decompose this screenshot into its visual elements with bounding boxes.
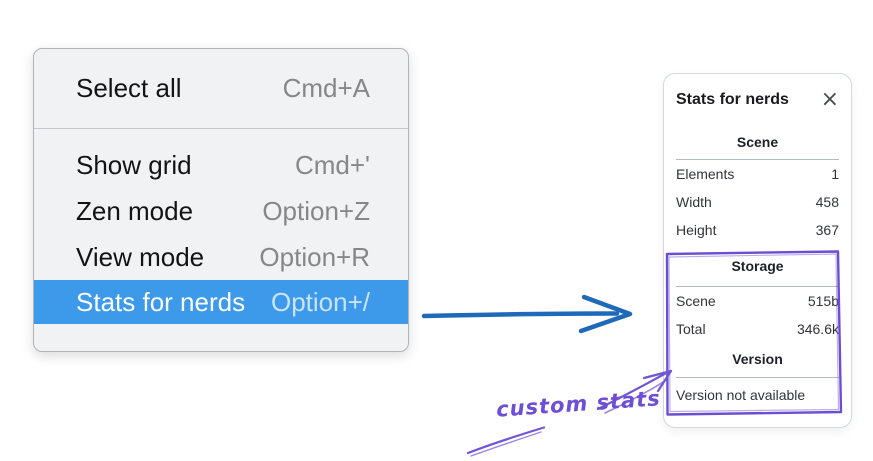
stat-row-width: Width 458 bbox=[676, 188, 839, 216]
stat-value: 458 bbox=[815, 194, 839, 210]
menu-item-label: Stats for nerds bbox=[76, 286, 246, 317]
annotation-arrow bbox=[466, 369, 673, 457]
stats-panel-header: Stats for nerds × bbox=[676, 86, 839, 114]
stat-label: Elements bbox=[676, 166, 735, 182]
close-icon[interactable]: × bbox=[820, 87, 839, 112]
stats-panel-title: Stats for nerds bbox=[676, 91, 789, 108]
stat-row-total-size: Total 346.6k bbox=[676, 315, 839, 343]
menu-item-shortcut: Cmd+' bbox=[294, 149, 370, 180]
menu-item-label: Select all bbox=[76, 72, 182, 103]
menu-item-shortcut: Option+Z bbox=[262, 195, 370, 226]
stat-label: Height bbox=[676, 222, 717, 238]
menu-item-select-all[interactable]: Select all Cmd+A bbox=[34, 65, 408, 111]
stat-label: Scene bbox=[676, 293, 716, 309]
stats-panel: Stats for nerds × Scene Elements 1 Width… bbox=[663, 73, 852, 428]
menu-item-stats-for-nerds[interactable]: Stats for nerds Option+/ bbox=[34, 280, 408, 324]
annotation-custom-stats-label: custom stats bbox=[495, 386, 662, 422]
stat-value: 1 bbox=[831, 166, 839, 182]
menu-divider bbox=[34, 128, 408, 129]
stat-value: 515b bbox=[807, 293, 839, 309]
menu-item-shortcut: Cmd+A bbox=[282, 72, 370, 103]
context-menu: Select all Cmd+A Show grid Cmd+' Zen mod… bbox=[33, 48, 409, 352]
section-divider bbox=[676, 377, 839, 378]
menu-item-label: View mode bbox=[76, 241, 205, 272]
menu-item-show-grid[interactable]: Show grid Cmd+' bbox=[34, 142, 408, 188]
storage-section-header: Storage bbox=[731, 258, 784, 274]
menu-item-view-mode[interactable]: View mode Option+R bbox=[34, 234, 408, 280]
menu-item-shortcut: Option+/ bbox=[270, 286, 370, 317]
stat-row-elements: Elements 1 bbox=[676, 160, 839, 188]
flow-arrow bbox=[421, 294, 633, 334]
scene-section-header: Scene bbox=[736, 134, 779, 150]
menu-item-shortcut: Option+R bbox=[259, 241, 370, 272]
menu-item-label: Show grid bbox=[76, 149, 192, 180]
stat-label: Total bbox=[676, 321, 706, 337]
version-note: Version not available bbox=[676, 387, 806, 403]
stat-value: 346.6k bbox=[796, 321, 839, 337]
section-divider bbox=[676, 159, 839, 160]
menu-item-label: Zen mode bbox=[76, 195, 194, 226]
stat-label: Width bbox=[676, 194, 712, 210]
stat-row-scene-size: Scene 515b bbox=[676, 287, 839, 315]
stat-value: 367 bbox=[815, 222, 839, 238]
menu-item-zen-mode[interactable]: Zen mode Option+Z bbox=[34, 188, 408, 234]
stat-row-height: Height 367 bbox=[676, 216, 839, 244]
version-section-header: Version bbox=[732, 351, 783, 367]
